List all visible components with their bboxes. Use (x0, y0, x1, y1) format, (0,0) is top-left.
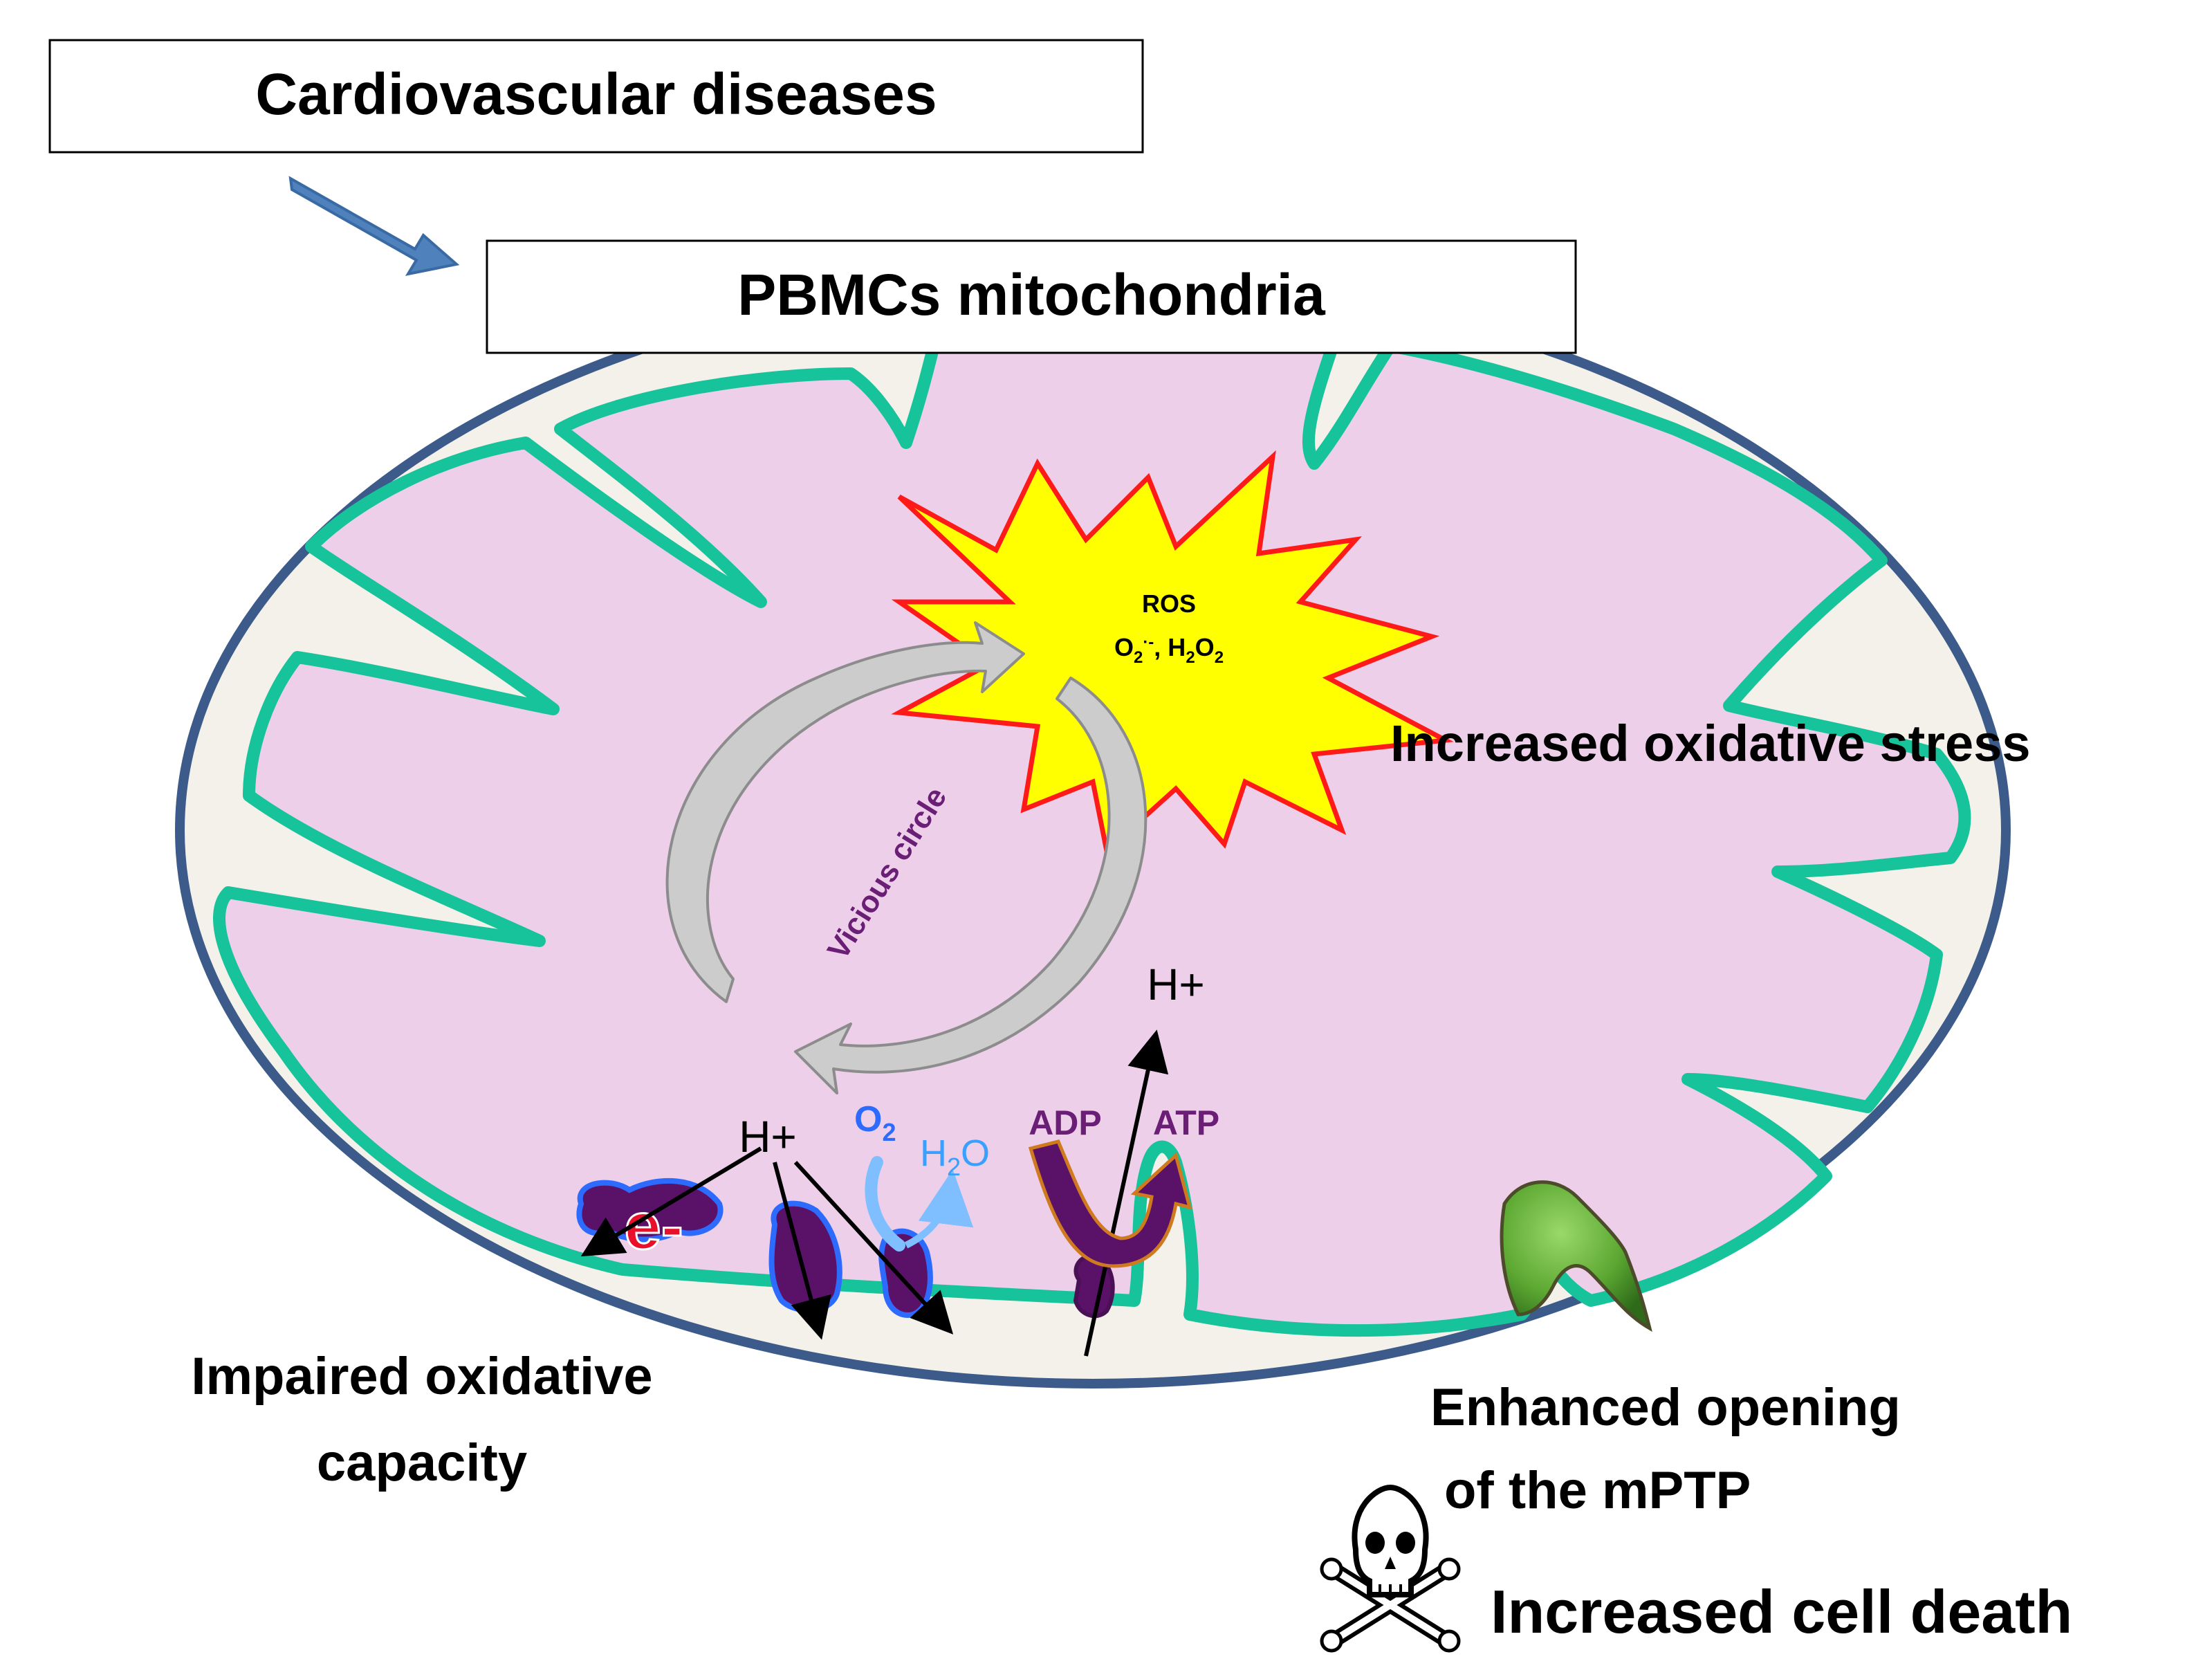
h2o-label: H2O (920, 1133, 990, 1181)
cardiovascular-diseases-label: Cardiovascular diseases (255, 62, 937, 127)
adp-atp-conversion: ADP ATP (1028, 1103, 1219, 1268)
ros-formula: O2·-, H2O2 (1114, 633, 1224, 667)
inner-membrane-cristae (213, 323, 1971, 1337)
pbmcs-mitochondria-label: PBMCs mitochondria (737, 262, 1326, 327)
o2-label: O2 (854, 1099, 896, 1146)
arrow-atp-synthase (1084, 1029, 1169, 1357)
mptp-line2: of the mPTP (1444, 1461, 1751, 1520)
circle-arrow-lower (794, 677, 1148, 1094)
mptp-pore-icon (1500, 1180, 1652, 1332)
complex-iii-protein (768, 1200, 842, 1313)
ros-burst: ROS O2·-, H2O2 (891, 450, 1454, 856)
water-up-arrow (904, 1169, 974, 1249)
arrow-complex-iv (793, 1160, 954, 1335)
arrow-to-electron (580, 1146, 762, 1257)
adp-atp-curved-arrow (1028, 1139, 1192, 1268)
cardiovascular-diseases-box: Cardiovascular diseases (48, 39, 1144, 154)
skull-crossbones-icon (1320, 1484, 1461, 1653)
ros-starburst-shape (891, 450, 1454, 856)
block-arrow-icon (288, 176, 460, 276)
oxygen-water-conversion: O2 H2O (854, 1099, 990, 1252)
adp-label: ADP (1029, 1103, 1102, 1142)
impaired-capacity-line1: Impaired oxidative (191, 1347, 652, 1406)
pbmcs-mitochondria-box: PBMCs mitochondria (486, 239, 1577, 354)
arrow-complex-iii (773, 1162, 831, 1340)
proton-flow-arrows (580, 1029, 1169, 1357)
oxygen-down-arrow (865, 1156, 905, 1252)
h-plus-bottom-label: H+ (739, 1112, 797, 1162)
ros-title: ROS (1142, 589, 1196, 618)
h-plus-top-label: H+ (1147, 960, 1205, 1009)
impaired-capacity-line2: capacity (317, 1433, 527, 1492)
atp-label: ATP (1153, 1103, 1219, 1142)
increased-cell-death-label: Increased cell death (1491, 1577, 2072, 1646)
circle-arrow-upper (665, 621, 1025, 1003)
mptp-line1: Enhanced opening (1430, 1378, 1901, 1437)
increased-oxidative-stress-label: Increased oxidative stress (1390, 715, 2031, 772)
